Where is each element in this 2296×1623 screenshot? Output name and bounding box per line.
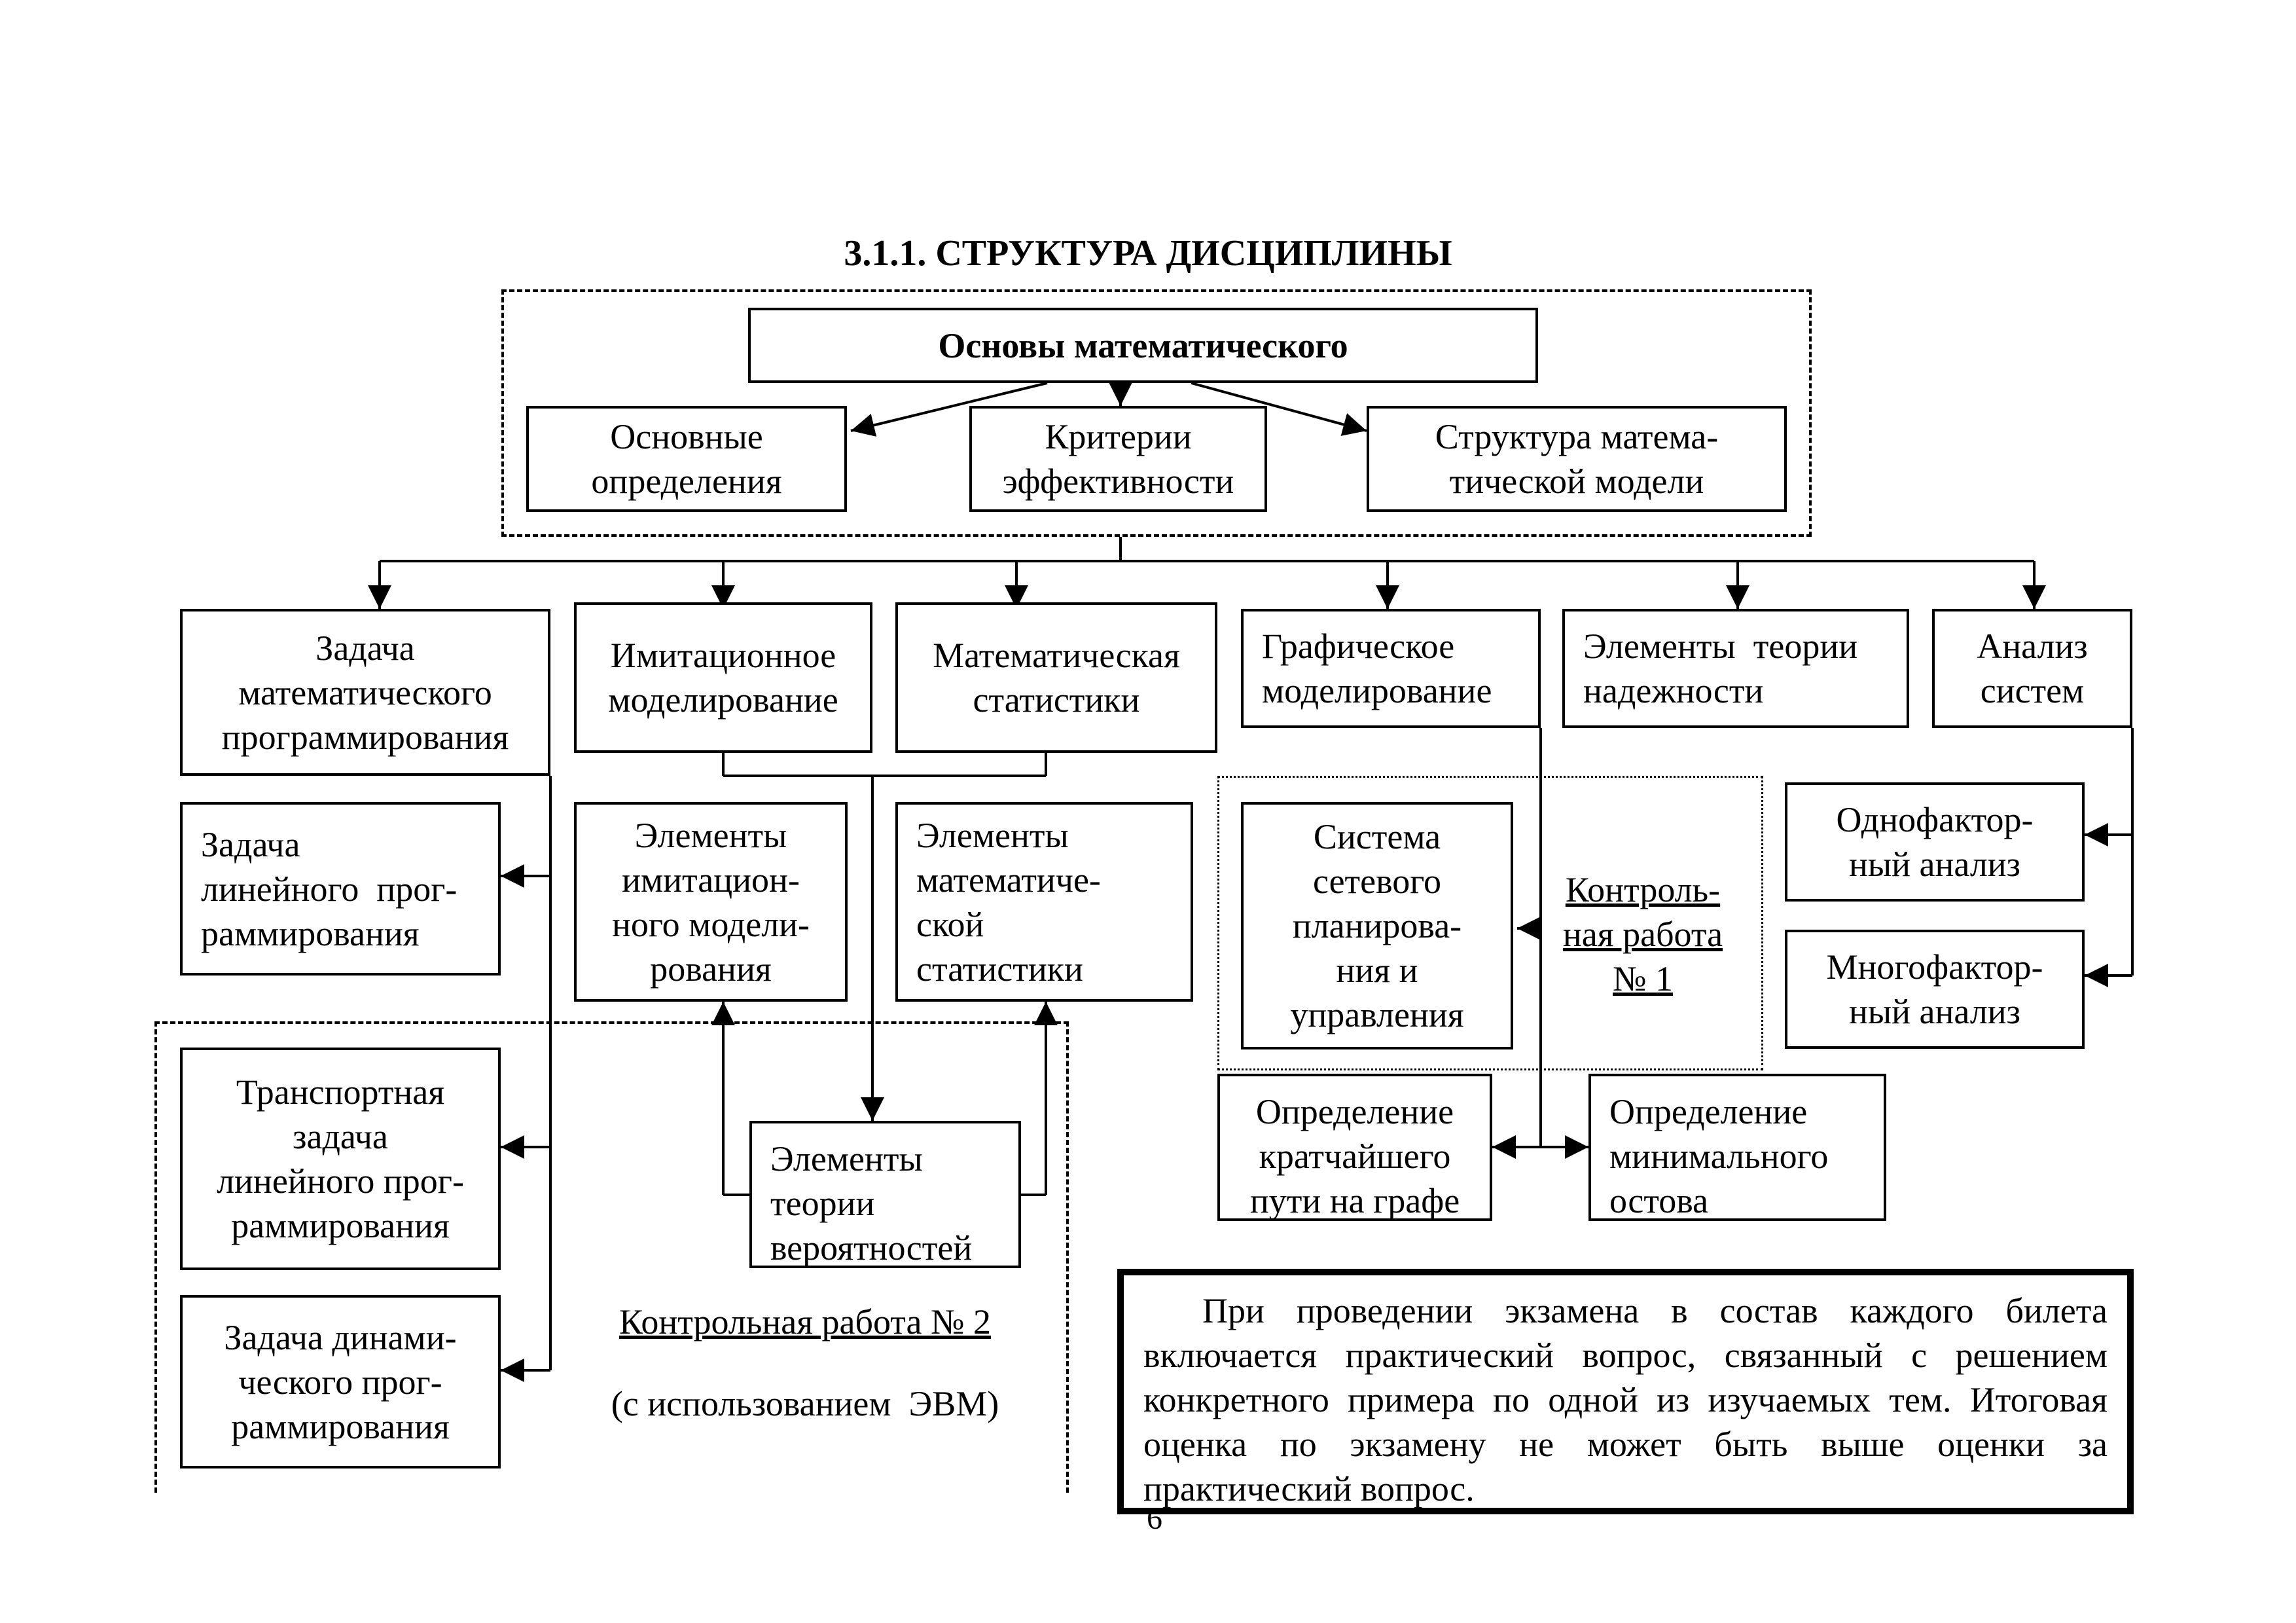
node-multi-factor-analysis: Многофактор-ный анализ [1785, 930, 2085, 1049]
control-work-2-frame [154, 1021, 1069, 1493]
control-work-1-frame [1217, 776, 1763, 1070]
page-title: 3.1.1. СТРУКТУРА ДИСЦИПЛИНЫ [844, 233, 1452, 274]
node-dynamic-programming: Задача динами-ческого прог-раммирования [180, 1295, 501, 1468]
top-group-frame [501, 289, 1812, 537]
control-work-1-label: Контроль- ная работа № 1 [1562, 870, 1723, 998]
page-number: 6 [1147, 1501, 1162, 1536]
control-work-2-subtitle: (с использованием ЭВМ) [611, 1384, 999, 1423]
node-one-factor-analysis: Однофактор-ный анализ [1785, 782, 2085, 902]
node-model-structure: Структура матема-тической модели [1367, 406, 1787, 512]
exam-note: При проведении экзамена в состав каждого… [1117, 1269, 2134, 1514]
root-node: Основы математического [748, 308, 1538, 383]
control-work-2-title: Контрольная работа № 2 [619, 1302, 992, 1341]
